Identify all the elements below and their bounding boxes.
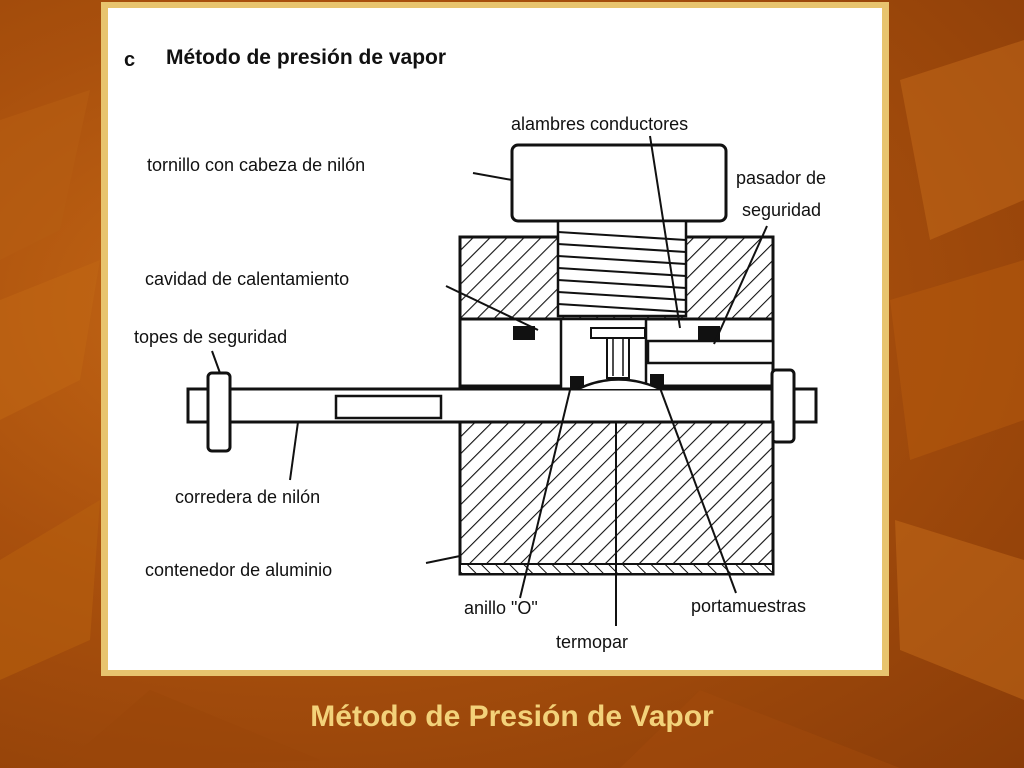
vapor-pressure-diagram: c Método de presión de vapor <box>124 46 826 652</box>
diagram-heading: Método de presión de vapor <box>166 46 446 69</box>
label-pin-line2: seguridad <box>742 200 821 220</box>
label-pin-line1: pasador de <box>736 168 826 188</box>
diagram-panel: c Método de presión de vapor <box>108 8 882 670</box>
slide-title: Método de Presión de Vapor <box>310 700 714 733</box>
label-oring: anillo "O" <box>464 598 538 618</box>
label-stops: topes de seguridad <box>134 327 287 347</box>
label-container: contenedor de aluminio <box>145 560 332 580</box>
figure-frame: c Método de presión de vapor <box>101 2 889 676</box>
leader-lines <box>211 135 768 626</box>
label-slide: corredera de nilón <box>175 487 320 507</box>
label-wires: alambres conductores <box>511 114 688 134</box>
upper-block <box>458 219 775 321</box>
nylon-slide <box>186 368 818 453</box>
label-cavity: cavidad de calentamiento <box>145 269 349 289</box>
label-sample-holder: portamuestras <box>691 596 806 616</box>
screw-head <box>510 143 728 223</box>
panel-letter: c <box>124 49 135 71</box>
label-screw: tornillo con cabeza de nilón <box>147 155 365 175</box>
label-thermocouple: termopar <box>556 632 628 652</box>
